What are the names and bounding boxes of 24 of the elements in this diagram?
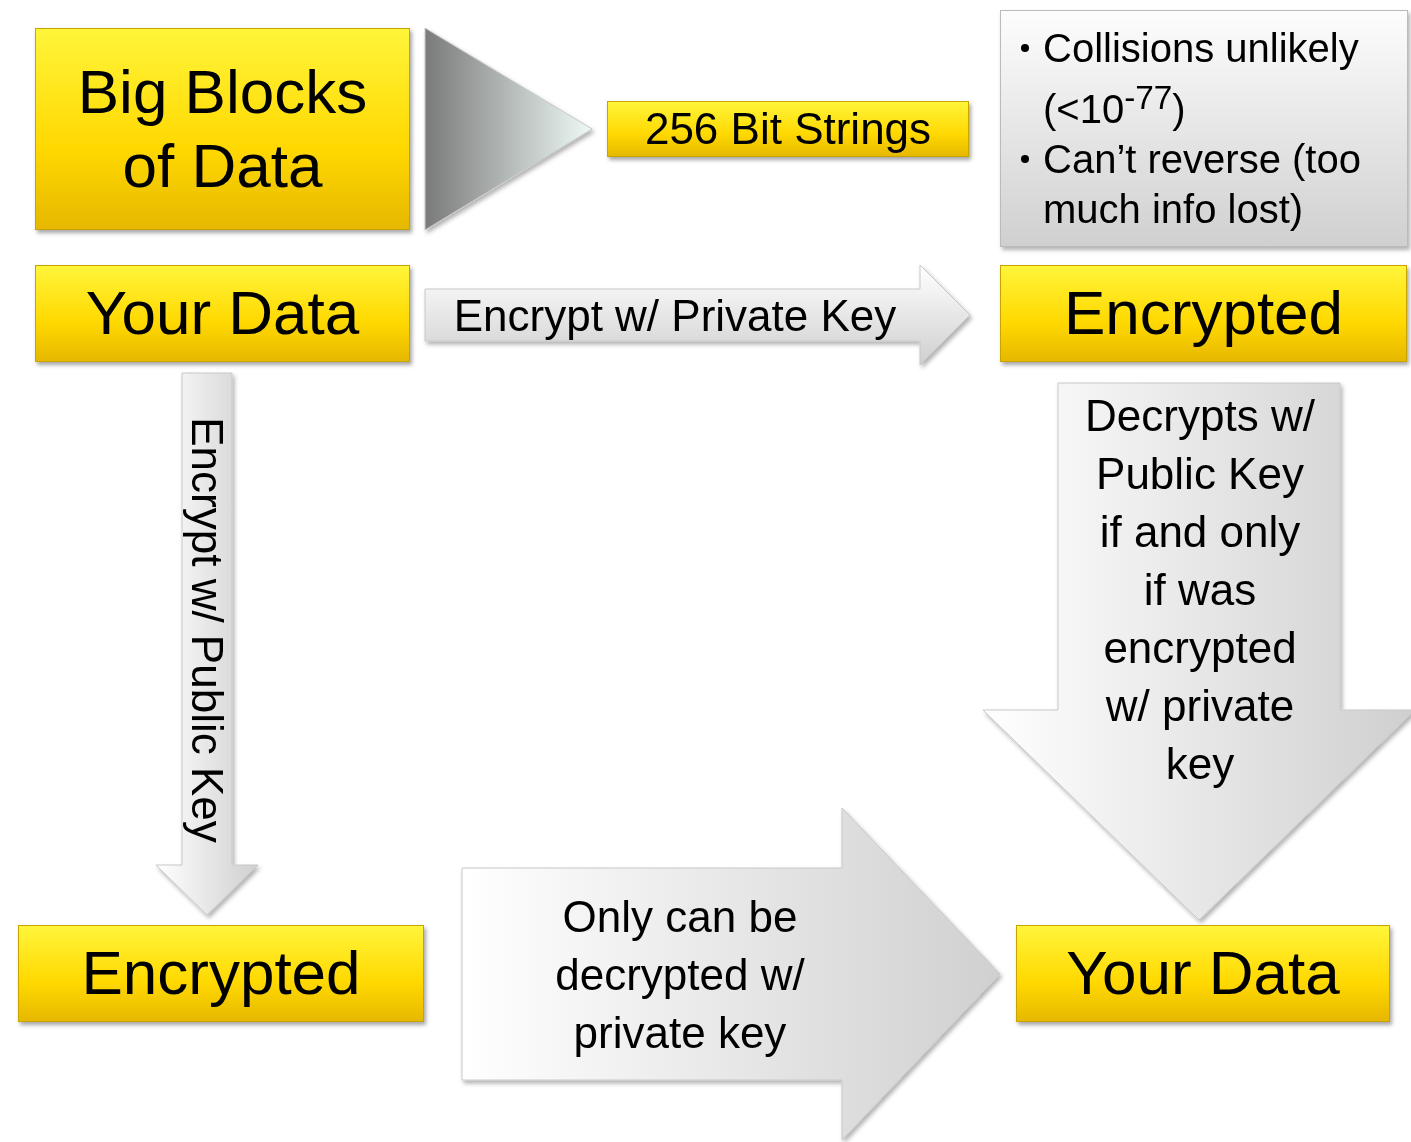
process-box <box>18 925 424 1022</box>
edge-label: Decrypts w/ Public Key if and only if was encrypted w/ private key <box>1085 390 1315 790</box>
process-box <box>1016 925 1390 1022</box>
node-label: Your Data <box>1066 937 1340 1010</box>
funnel-arrow <box>424 27 593 231</box>
node-label: Encrypted <box>81 937 361 1010</box>
node-label: Big Blocks of Data <box>76 55 369 202</box>
node-label: Your Data <box>85 277 360 350</box>
node-label: 256 Bit Strings <box>644 102 932 155</box>
bullet-text: Collisions unlikely (<10$^{-77}$) <box>1043 25 1359 132</box>
block-arrow <box>982 382 1411 921</box>
block-arrow <box>461 807 1001 1141</box>
block-arrow <box>155 372 259 916</box>
block-arrow <box>424 264 971 366</box>
note-box <box>1000 10 1408 247</box>
edge-label: Only can be decrypted w/ private key <box>554 891 806 1059</box>
process-box <box>607 101 969 157</box>
process-box <box>35 265 410 362</box>
process-box <box>35 28 410 230</box>
edge-label: Encrypt w/ Public Key <box>182 416 233 845</box>
node-label: Encrypted <box>1063 277 1344 350</box>
bullet-text: Can’t reverse (too much info lost) <box>1043 137 1361 232</box>
process-box <box>1000 265 1407 362</box>
edge-label: Encrypt w/ Private Key <box>452 290 898 342</box>
